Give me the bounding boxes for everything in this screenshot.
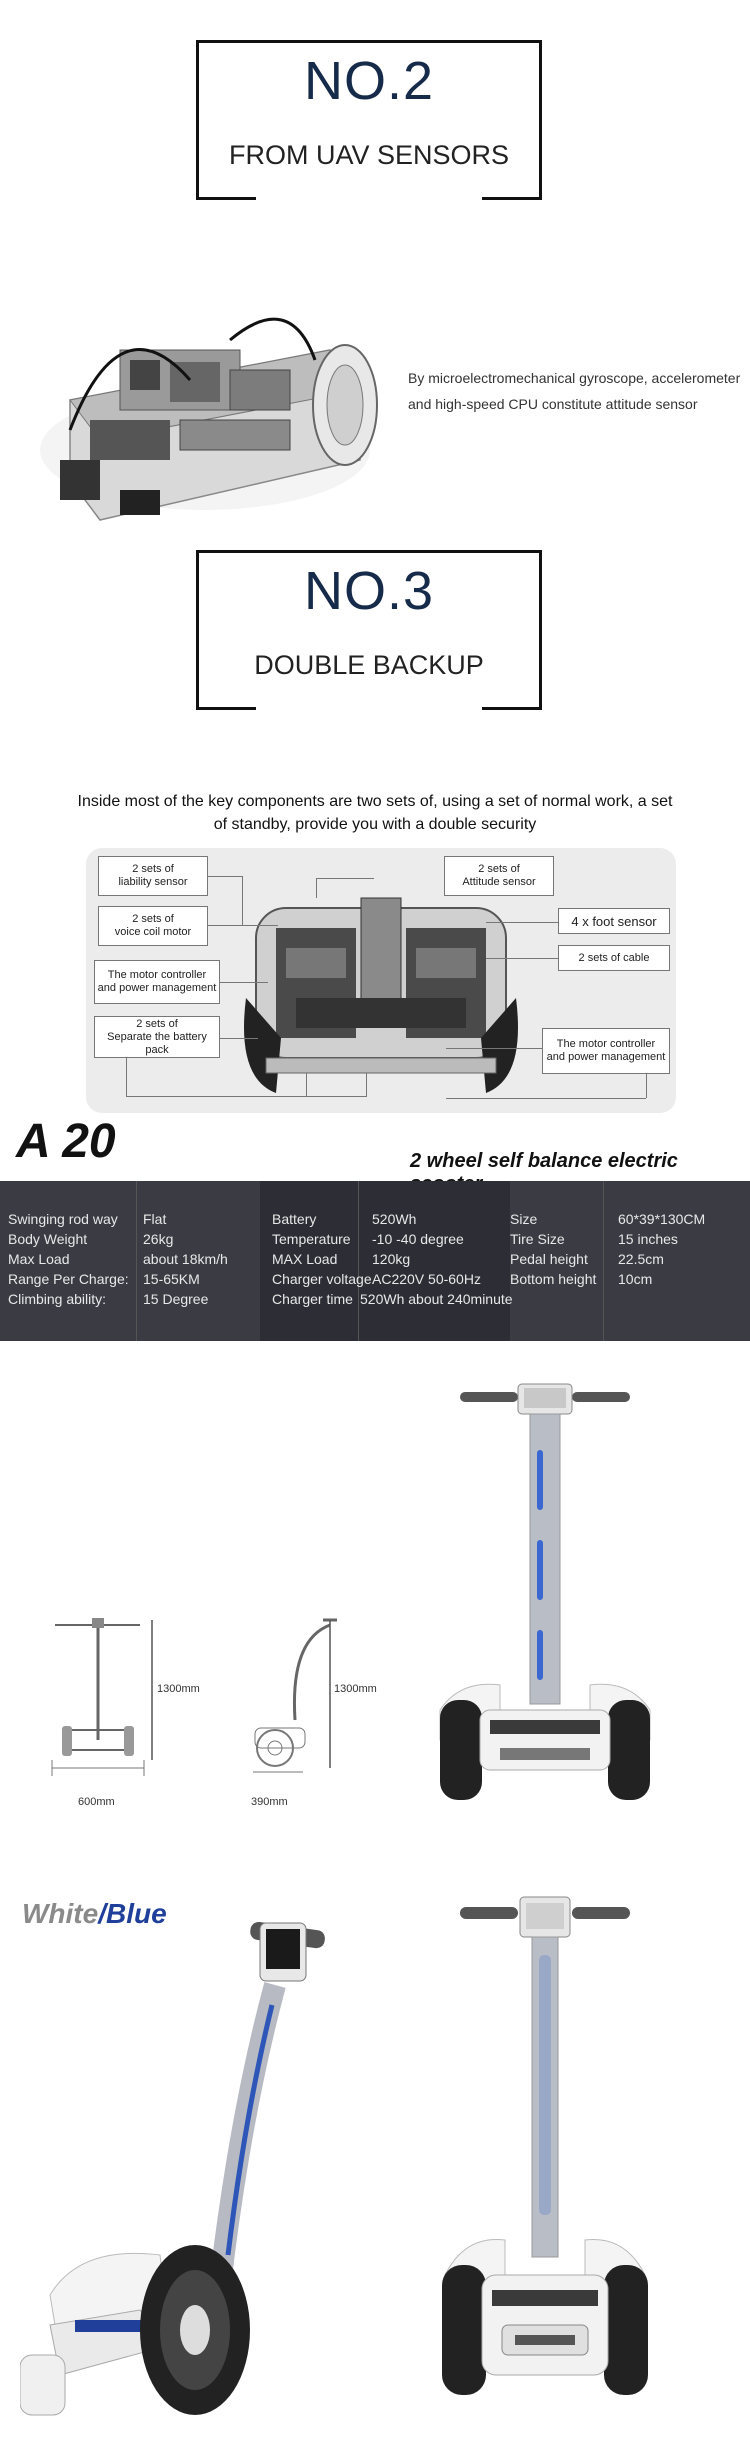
spec-label: Charger time [272,1291,353,1307]
spec-value: Flat [143,1211,167,1227]
section3-para-line1: Inside most of the key components are tw… [77,793,673,810]
spec-label: Max Load [8,1251,70,1267]
spec-label: Charger voltage [272,1271,372,1287]
section3-title: DOUBLE BACKUP [254,650,484,680]
scooter-angle-photo [20,1921,325,2416]
spec-value: 60*39*130CM [618,1211,706,1227]
color-slash-text: / [98,1898,106,1929]
spec-value: 26kg [143,1231,174,1247]
side-width-label: 390mm [251,1796,288,1808]
sensor-module-image [40,317,378,521]
side-height-label: 1300mm [334,1683,377,1695]
side-line-drawing [253,1618,337,1773]
section3-para-line2: of standby, provide you with a double se… [213,816,537,833]
front-width-label: 600mm [78,1796,115,1808]
spec-label: Climbing ability: [8,1291,107,1307]
spec-value: 15-65KM [143,1271,200,1287]
spec-value: 15 inches [618,1231,678,1247]
spec-label: Size [510,1211,538,1227]
scooter-front-photo-2 [442,1896,648,2395]
scooter-internals-image [244,897,518,1093]
spec-label: Body Weight [8,1231,88,1247]
spec-label: Battery [272,1211,317,1227]
section3-frame: NO.3 DOUBLE BACKUP [196,550,542,710]
spec-label: Range Per Charge: [8,1271,129,1287]
model-name: A 20 [16,1115,116,1168]
section2-description: By microelectromechanical gyroscope, acc… [408,365,740,417]
spec-value: 520Wh [372,1211,417,1227]
spec-label: Tire Size [510,1231,565,1247]
spec-value: AC220V 50-60Hz [372,1271,481,1287]
label-cable: 2 sets of cable [558,945,670,971]
spec-value: 15 Degree [143,1291,209,1307]
spec-label: Pedal height [510,1251,588,1267]
color-blue-text: Blue [106,1898,167,1929]
spec-label: Bottom height [510,1271,597,1287]
section2-desc-line1: By microelectromechanical gyroscope, acc… [408,370,741,386]
section2-title: FROM UAV SENSORS [228,140,510,170]
spec-label: Temperature [272,1231,351,1247]
spec-value: 22.5cm [618,1251,664,1267]
section2-number: NO.2 [303,51,435,111]
spec-band: Swinging rod way Body Weight Max Load Ra… [0,1181,750,1341]
section3-paragraph: Inside most of the key components are tw… [40,790,710,836]
scooter-front-photo-1 [439,1383,651,1800]
section2-desc-line2: and high-speed CPU constitute attitude s… [408,396,698,412]
label-foot-sensor: 4 x foot sensor [558,908,670,934]
section2-frame: NO.2 FROM UAV SENSORS [196,40,542,200]
color-white-text: White [22,1898,99,1929]
spec-label: Swinging rod way [8,1211,118,1227]
spec-value: about 18km/h [143,1251,228,1267]
front-height-label: 1300mm [157,1683,200,1695]
spec-value: 10cm [618,1271,653,1287]
front-line-drawing [51,1618,153,1776]
color-variant-label: White/Blue [22,1898,167,1930]
spec-label: MAX Load [272,1251,338,1267]
spec-value: 520Wh about 240minute [360,1291,513,1307]
spec-value: 120kg [372,1251,411,1267]
section3-number: NO.3 [303,561,435,621]
spec-value: -10 -40 degree [372,1231,464,1247]
